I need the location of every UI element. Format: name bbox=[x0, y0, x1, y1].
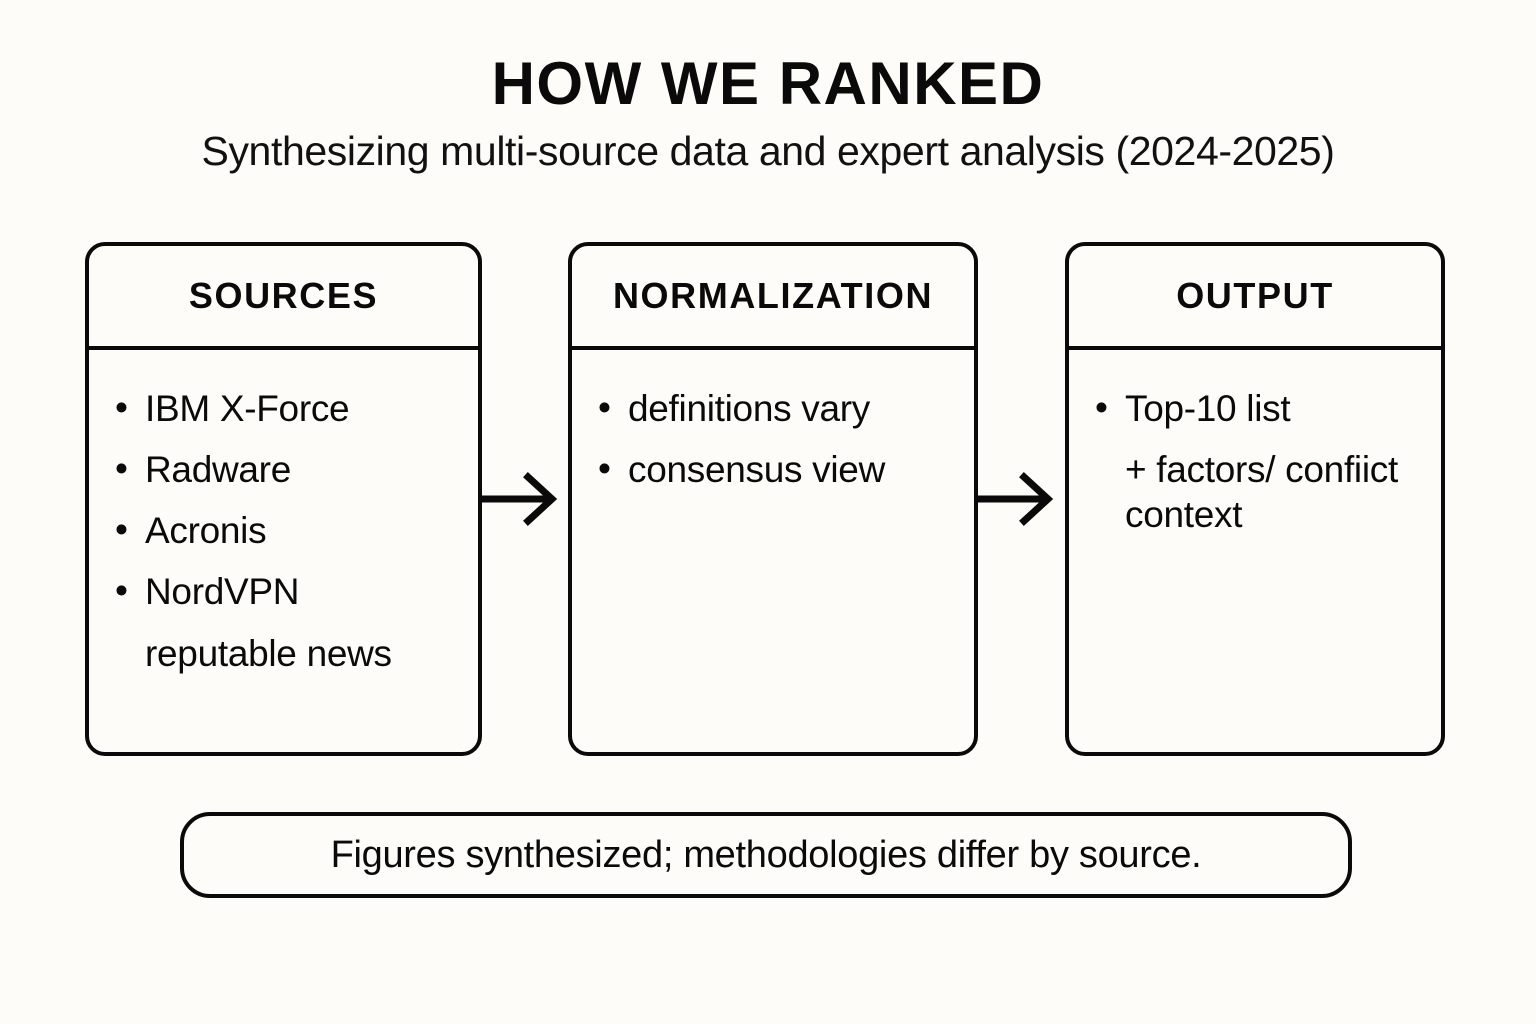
normalization-bullet-list: definitions vary consensus view bbox=[594, 385, 952, 492]
flow-box-sources-header: SOURCES bbox=[89, 246, 478, 350]
flow-box-output: OUTPUT Top-10 list + factors/ confiict c… bbox=[1065, 242, 1445, 756]
footer-note-text: Figures synthesized; methodologies diffe… bbox=[330, 834, 1202, 876]
flow-box-normalization-header: NORMALIZATION bbox=[572, 246, 974, 350]
flow-box-output-header: OUTPUT bbox=[1069, 246, 1441, 350]
list-item: consensus view bbox=[594, 446, 952, 492]
flow-box-sources: SOURCES IBM X-Force Radware Acronis Nord… bbox=[85, 242, 482, 756]
list-item: Top-10 list bbox=[1091, 385, 1419, 431]
list-item: NordVPN bbox=[111, 568, 456, 614]
flow-box-output-title: OUTPUT bbox=[1176, 275, 1334, 316]
output-extra-line: + factors/ confiict context bbox=[1125, 449, 1398, 536]
flow-box-output-body: Top-10 list + factors/ confiict context bbox=[1069, 350, 1441, 752]
arrow-right-icon bbox=[978, 460, 1064, 538]
flow-box-normalization: NORMALIZATION definitions vary consensus… bbox=[568, 242, 978, 756]
arrow-right-icon bbox=[482, 460, 568, 538]
flow-box-sources-body: IBM X-Force Radware Acronis NordVPN repu… bbox=[89, 350, 478, 752]
list-item: Acronis bbox=[111, 507, 456, 553]
flow-box-sources-title: SOURCES bbox=[188, 275, 379, 316]
list-item: definitions vary bbox=[594, 385, 952, 431]
output-bullet-list: Top-10 list bbox=[1091, 385, 1419, 431]
page-title: HOW WE RANKED bbox=[491, 50, 1045, 117]
sources-bullet-list: IBM X-Force Radware Acronis NordVPN bbox=[111, 385, 456, 615]
diagram-header: HOW WE RANKED Synthesizing multi-source … bbox=[0, 0, 1536, 174]
sources-extra-line: reputable news bbox=[145, 632, 392, 674]
flow-box-normalization-title: NORMALIZATION bbox=[612, 275, 934, 316]
footer-note-banner: Figures synthesized; methodologies diffe… bbox=[180, 812, 1352, 898]
flow-box-normalization-body: definitions vary consensus view bbox=[572, 350, 974, 752]
list-item: Radware bbox=[111, 446, 456, 492]
flow-diagram: SOURCES IBM X-Force Radware Acronis Nord… bbox=[85, 242, 1445, 756]
list-item: IBM X-Force bbox=[111, 385, 456, 431]
page-subtitle: Synthesizing multi-source data and exper… bbox=[201, 128, 1335, 174]
